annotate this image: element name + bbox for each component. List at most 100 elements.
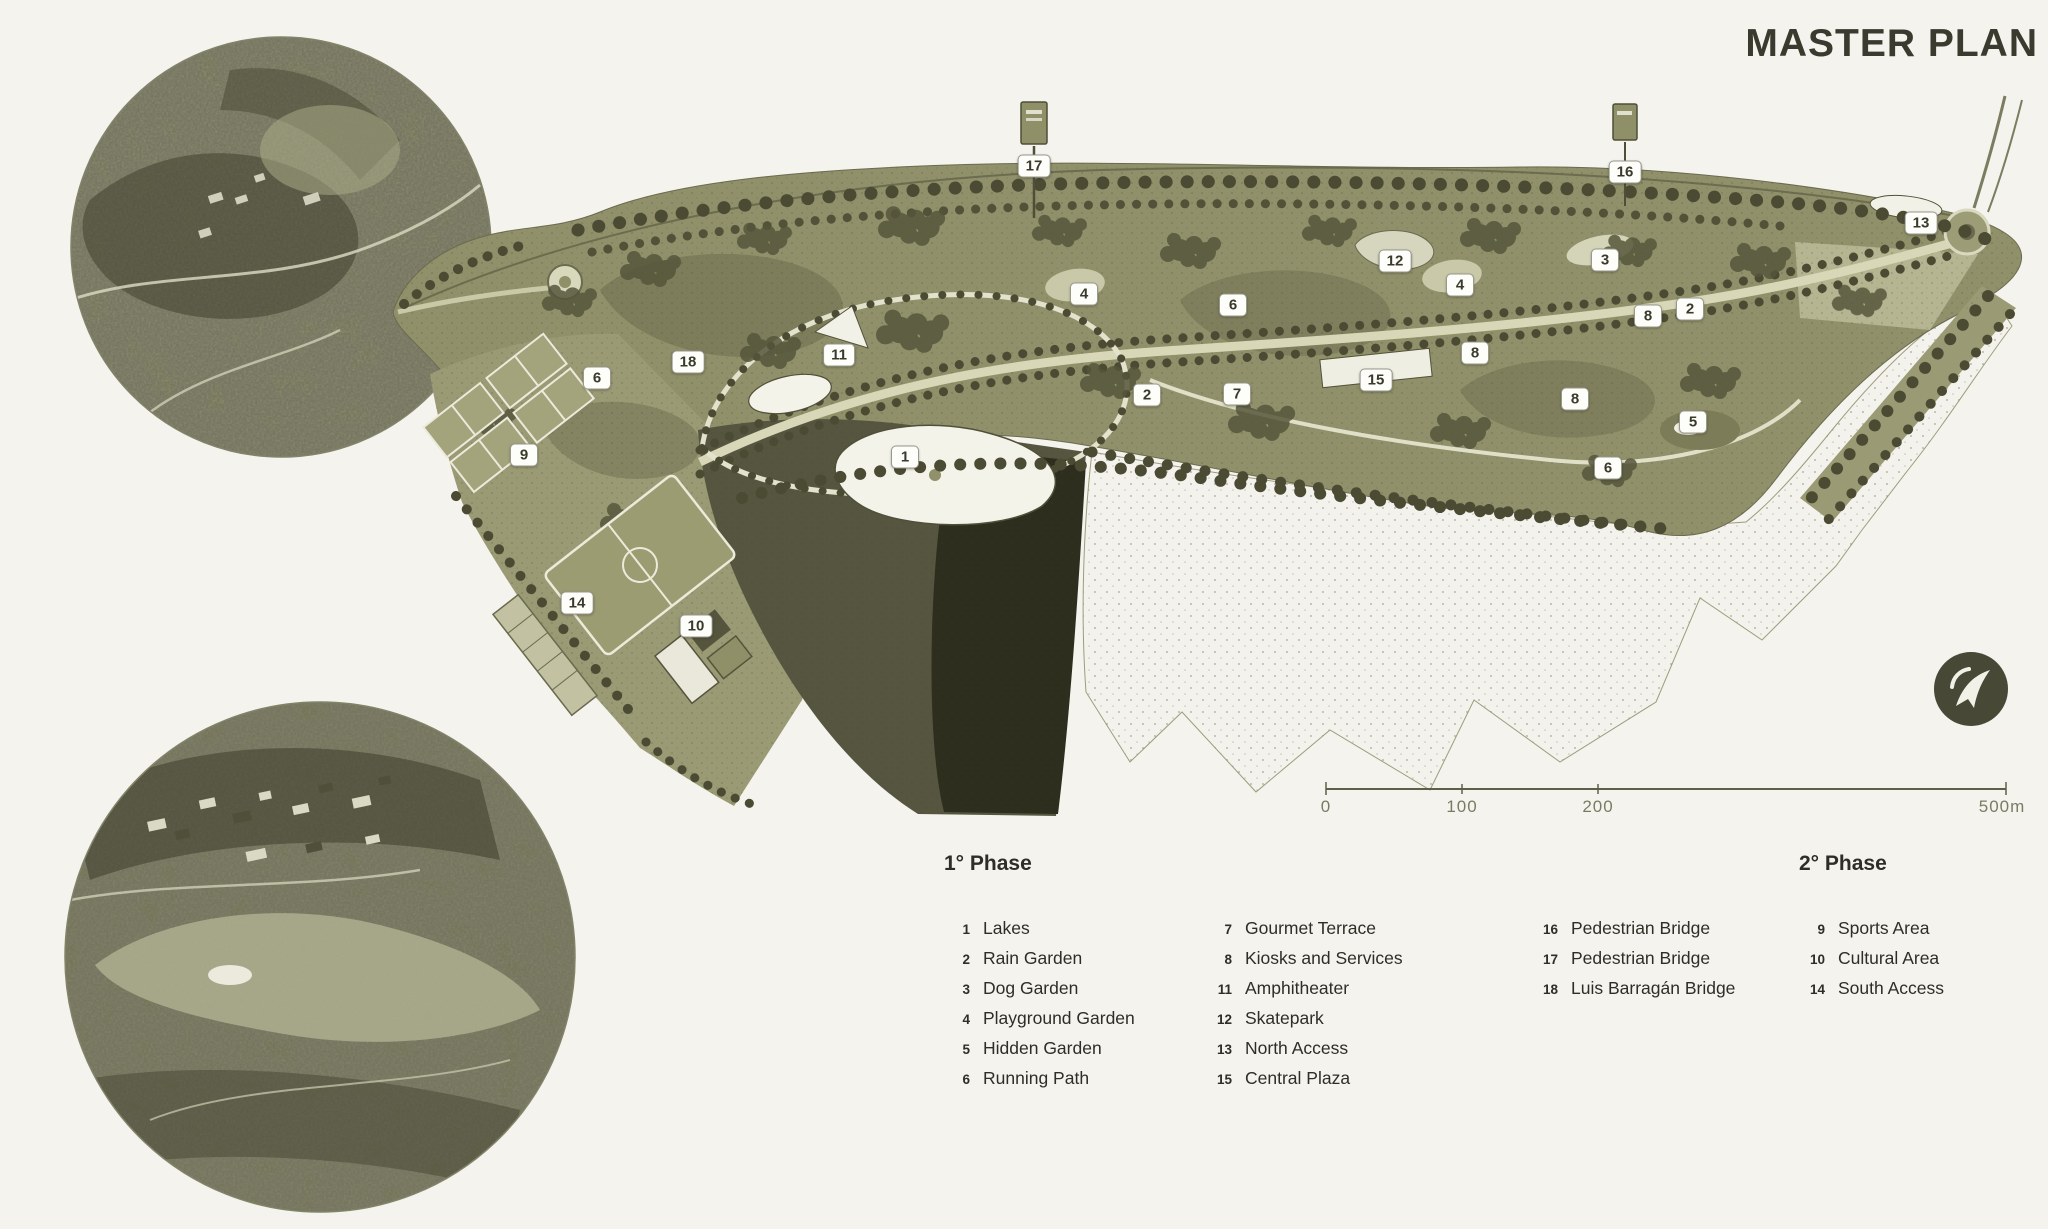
legend-item-number: 15 <box>1216 1072 1232 1087</box>
legend-item-number: 8 <box>1224 952 1232 967</box>
north-access-roads-graphic <box>1972 95 2023 213</box>
plan-marker-4: 4 <box>1446 273 1474 297</box>
legend-phase2-col1: 9 Sports Area 10 Cultural Area 14 South Acces… <box>1799 918 1944 1008</box>
legend-item-number: 9 <box>1817 922 1825 937</box>
plan-marker-14: 14 <box>560 591 594 615</box>
legend-item: 5 Hidden Garden <box>944 1038 1206 1068</box>
legend-item-label: Rain Garden <box>983 948 1083 968</box>
plan-marker-6: 6 <box>583 366 611 390</box>
legend-item-number: 16 <box>1542 922 1558 937</box>
legend-item-label: North Access <box>1245 1038 1349 1058</box>
scale-tick-label: 0 <box>1320 797 1332 816</box>
stands-graphic <box>491 593 599 717</box>
legend-item-number: 10 <box>1809 952 1825 967</box>
park-logo <box>1934 652 2008 726</box>
allee-band-graphic <box>1800 286 2016 522</box>
plan-marker-1: 1 <box>891 445 919 469</box>
legend-item-number: 5 <box>962 1042 970 1057</box>
legend-item-label: Kiosks and Services <box>1245 948 1403 968</box>
plan-marker-17: 17 <box>1017 154 1051 178</box>
legend-item: 10 Cultural Area <box>1799 948 1944 978</box>
legend-item-label: Skatepark <box>1245 1008 1324 1028</box>
legend-item-label: Luis Barragán Bridge <box>1571 978 1736 998</box>
inset-aerial-top <box>71 37 491 457</box>
legend-item-label: Central Plaza <box>1245 1068 1351 1088</box>
scale-bar-line <box>1325 782 2007 795</box>
legend-item-number: 4 <box>962 1012 970 1027</box>
scale-tick-label: 500m <box>1978 797 2026 816</box>
legend-item: 13 North Access <box>1206 1038 1532 1068</box>
legend-item-label: Gourmet Terrace <box>1245 918 1376 938</box>
legend-phase2-heading: 2° Phase <box>1799 852 1887 875</box>
legend-phase1-heading: 1° Phase <box>944 852 1032 875</box>
legend-item-label: Pedestrian Bridge <box>1571 918 1711 938</box>
plan-marker-2: 2 <box>1133 383 1161 407</box>
plan-marker-18: 18 <box>671 350 705 374</box>
legend-item-label: South Access <box>1838 978 1945 998</box>
legend-item: 3 Dog Garden <box>944 978 1206 1008</box>
legend-item: 1 Lakes <box>944 918 1206 948</box>
legend-item-label: Amphitheater <box>1245 978 1350 998</box>
plan-marker-9: 9 <box>510 443 538 467</box>
plan-marker-8: 8 <box>1634 304 1662 328</box>
plan-marker-16: 16 <box>1608 160 1642 184</box>
scale-tick-label: 100 <box>1446 797 1478 816</box>
amphitheater-graphic <box>813 305 869 349</box>
legend-item-label: Cultural Area <box>1838 948 1940 968</box>
legend-item-number: 14 <box>1809 982 1825 997</box>
legend-item: 11 Amphitheater <box>1206 978 1532 1008</box>
plan-marker-15: 15 <box>1359 368 1393 392</box>
tennis-courts-graphic <box>422 332 596 494</box>
legend-item: 15 Central Plaza <box>1206 1068 1532 1098</box>
legend-item-number: 1 <box>962 922 970 937</box>
plan-marker-5: 5 <box>1679 410 1707 434</box>
tree-rows-graphic <box>399 175 2015 811</box>
legend-item: 16 Pedestrian Bridge <box>1532 918 1812 948</box>
scale-tick-label: 200 <box>1582 797 1614 816</box>
legend-item-number: 13 <box>1216 1042 1232 1057</box>
legend-item: 7 Gourmet Terrace <box>1206 918 1532 948</box>
plan-marker-8: 8 <box>1461 341 1489 365</box>
legend-item-label: Playground Garden <box>983 1008 1135 1028</box>
legend-phase1-col1: 1 Lakes 2 Rain Garden 3 Dog Garden 4 Playground… <box>944 918 1206 1098</box>
legend-item-label: Running Path <box>983 1068 1090 1088</box>
plan-marker-11: 11 <box>823 343 855 367</box>
legend-item-number: 11 <box>1217 982 1232 997</box>
legend-phase1-col2: 7 Gourmet Terrace 8 Kiosks and Services 11 Am… <box>1206 918 1532 1098</box>
plan-marker-12: 12 <box>1378 249 1412 273</box>
legend-item-number: 2 <box>962 952 970 967</box>
legend-item-number: 6 <box>962 1072 970 1087</box>
legend-phase-2: 2° Phase 9 Sports Area 10 Cultural Area 14 So… <box>1799 852 1944 1008</box>
legend-item: 14 South Access <box>1799 978 1944 1008</box>
legend-item-number: 7 <box>1224 922 1232 937</box>
legend-item-label: Sports Area <box>1838 918 1930 938</box>
legend-item-label: Hidden Garden <box>983 1038 1102 1058</box>
legend-item-number: 12 <box>1216 1012 1232 1027</box>
plan-marker-7: 7 <box>1223 382 1251 406</box>
plan-marker-2: 2 <box>1676 297 1704 321</box>
plan-marker-6: 6 <box>1219 293 1247 317</box>
legend-item-label: Dog Garden <box>983 978 1079 998</box>
page-title: MASTER PLAN <box>1745 22 2038 65</box>
park-plan-drawing <box>392 95 2023 816</box>
plan-marker-13: 13 <box>1904 211 1938 235</box>
inset-aerial-bottom-border <box>64 701 576 1213</box>
plan-marker-6: 6 <box>1594 456 1622 480</box>
legend-item-label: Pedestrian Bridge <box>1571 948 1711 968</box>
plan-marker-8: 8 <box>1561 387 1589 411</box>
legend-item: 12 Skatepark <box>1206 1008 1532 1038</box>
legend-item: 8 Kiosks and Services <box>1206 948 1532 978</box>
legend-item: 2 Rain Garden <box>944 948 1206 978</box>
legend-item: 6 Running Path <box>944 1068 1206 1098</box>
plan-marker-4: 4 <box>1070 282 1098 306</box>
plan-marker-3: 3 <box>1591 248 1619 272</box>
legend-item-label: Lakes <box>983 918 1030 938</box>
inset-aerial-bottom <box>65 702 575 1212</box>
legend-item-number: 3 <box>962 982 970 997</box>
